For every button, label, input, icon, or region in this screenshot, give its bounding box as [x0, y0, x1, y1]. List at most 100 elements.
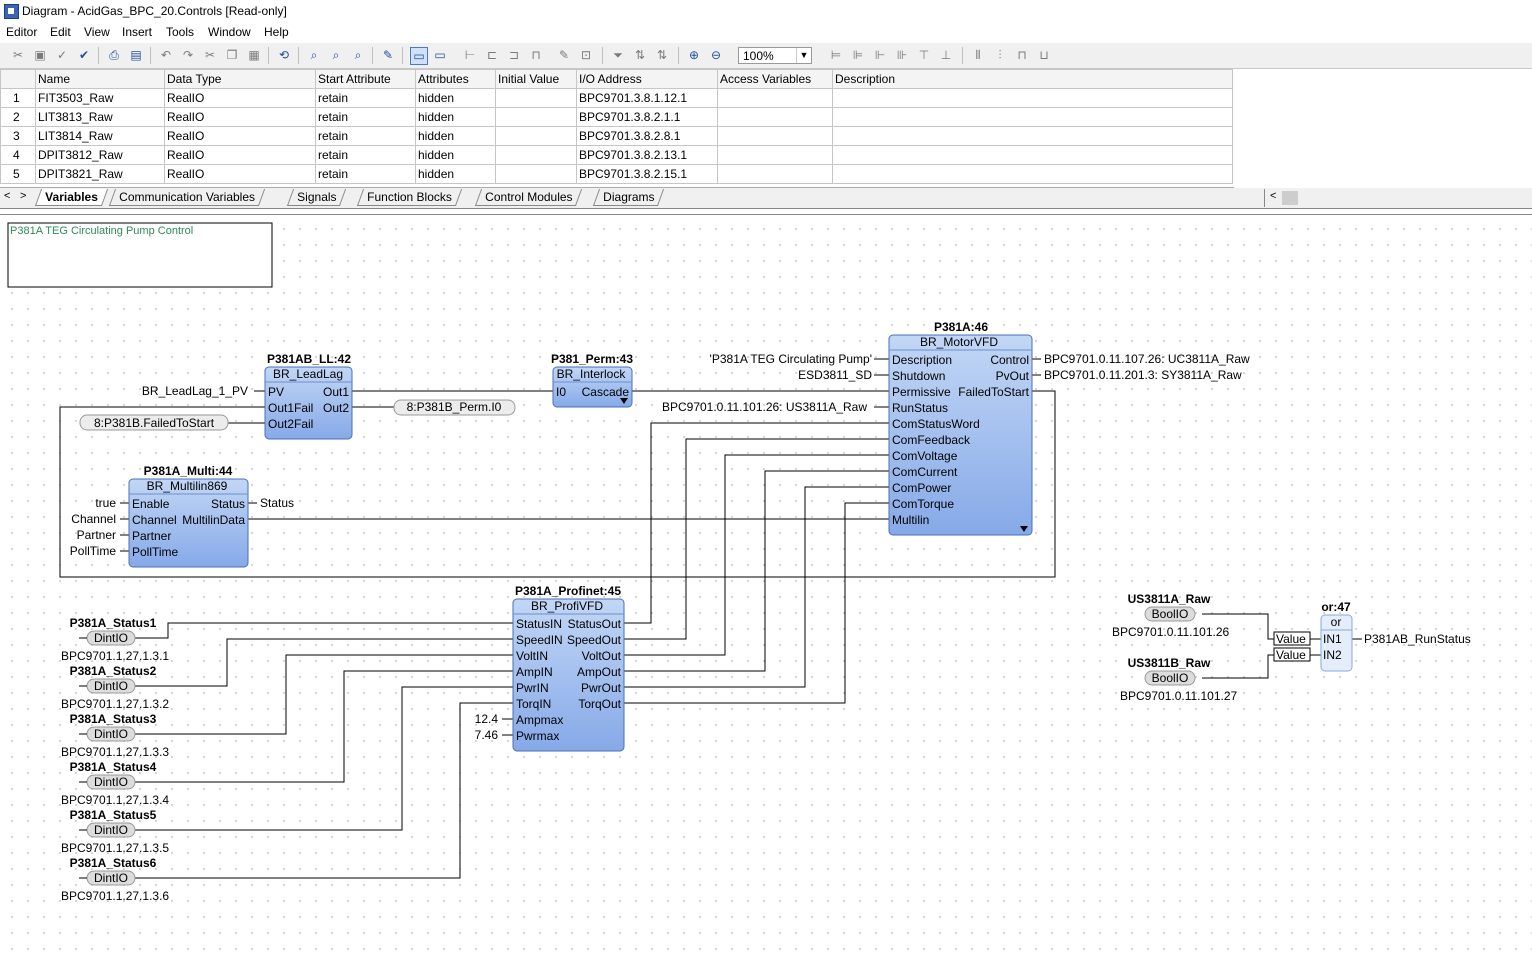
tab-variables[interactable]: Variables	[34, 189, 108, 206]
align-top-icon[interactable]: ⊤	[918, 48, 930, 62]
table-cell[interactable]	[832, 145, 1233, 165]
zoom-select[interactable]: 100%▼	[738, 47, 812, 64]
tree3-icon[interactable]: ⊓	[531, 48, 541, 62]
table-cell[interactable]: RealIO	[164, 164, 316, 184]
or-block[interactable]: or:47 or IN1 IN2	[1320, 600, 1353, 672]
zoom-out-icon[interactable]: ⊖	[710, 48, 722, 62]
binoculars-icon[interactable]: ⌕	[354, 48, 362, 62]
table-cell[interactable]: retain	[315, 107, 416, 127]
scissors-icon[interactable]: ✂	[204, 48, 216, 62]
table-cell[interactable]: BPC9701.3.8.2.1.1	[576, 107, 718, 127]
table-cell[interactable]: retain	[315, 126, 416, 146]
table-cell[interactable]: BPC9701.3.8.2.15.1	[576, 164, 718, 184]
align-text-icon[interactable]: ⊩	[874, 48, 886, 62]
panel-icon[interactable]: ▭	[434, 48, 446, 62]
table-cell[interactable]: BPC9701.3.8.1.12.1	[576, 88, 718, 108]
menu-window[interactable]: Window	[208, 25, 251, 39]
value-tag-2[interactable]: Value	[1273, 647, 1311, 662]
zoom-in-icon[interactable]: ⊕	[688, 48, 700, 62]
table-cell[interactable]	[717, 164, 833, 184]
column-header[interactable]: I/O Address	[576, 69, 718, 89]
row-number[interactable]: 3	[0, 126, 36, 146]
hscroll-thumb[interactable]	[1282, 191, 1298, 205]
table-cell[interactable]	[717, 145, 833, 165]
tab-scroll-left-icon[interactable]: <	[4, 190, 11, 202]
menu-insert[interactable]: Insert	[122, 25, 153, 39]
table-cell[interactable]	[832, 126, 1233, 146]
sort-asc-icon[interactable]: ⇅	[634, 48, 646, 62]
table-cell[interactable]: BPC9701.3.8.2.13.1	[576, 145, 718, 165]
leadlag-block[interactable]: P381AB_LL:42 BR_LeadLag PV Out1Fail Out2…	[264, 352, 353, 440]
table-cell[interactable]	[832, 164, 1233, 184]
menu-editor[interactable]: Editor	[6, 25, 38, 39]
table-cell[interactable]	[495, 145, 577, 165]
table-cell[interactable]	[717, 107, 833, 127]
distribute-v-icon[interactable]: ⫶	[998, 48, 1002, 62]
edit-icon[interactable]: ✎	[382, 48, 394, 62]
table-cell[interactable]: LIT3813_Raw	[35, 107, 165, 127]
menu-edit[interactable]: Edit	[50, 25, 71, 39]
column-header[interactable]: Start Attribute	[315, 69, 416, 89]
redo-icon[interactable]: ↷	[182, 48, 194, 62]
tab-communication-variables[interactable]: Communication Variables	[108, 189, 265, 206]
table-cell[interactable]	[495, 107, 577, 127]
row-number[interactable]: 4	[0, 145, 36, 165]
copy-icon[interactable]: ❐	[226, 48, 238, 62]
menu-tools[interactable]: Tools	[166, 25, 195, 39]
table-cell[interactable]: RealIO	[164, 88, 316, 108]
tab-function-blocks[interactable]: Function Blocks	[356, 189, 462, 206]
paste-icon[interactable]: ▦	[248, 48, 260, 62]
column-header[interactable]: Attributes	[415, 69, 496, 89]
tab-diagrams[interactable]: Diagrams	[592, 189, 665, 206]
table-cell[interactable]: DPIT3812_Raw	[35, 145, 165, 165]
expand-arrow-icon[interactable]	[620, 398, 628, 404]
zoom-area-icon[interactable]: ⊡	[580, 48, 592, 62]
table-cell[interactable]: retain	[315, 88, 416, 108]
motor-vfd-block[interactable]: P381A:46 BR_MotorVFD DescriptionShutdown…	[888, 320, 1033, 536]
undo-icon[interactable]: ↶	[160, 48, 172, 62]
if-then-icon[interactable]: ⊢	[464, 48, 476, 62]
print-preview-icon[interactable]: ▤	[130, 48, 142, 62]
find-icon[interactable]: ⌕	[310, 48, 318, 62]
align-left-icon[interactable]: ⊨	[830, 48, 842, 62]
refresh-icon[interactable]: ⟲	[278, 48, 290, 62]
table-cell[interactable]	[717, 88, 833, 108]
align-bottom-icon[interactable]: ⊥	[940, 48, 952, 62]
table-cell[interactable]: RealIO	[164, 145, 316, 165]
check-icon[interactable]: ✓	[56, 48, 68, 62]
table-cell[interactable]: DPIT3821_Raw	[35, 164, 165, 184]
table-cell[interactable]	[495, 88, 577, 108]
table-cell[interactable]	[495, 164, 577, 184]
tree2-icon[interactable]: ⊐	[508, 48, 520, 62]
align-center-icon[interactable]: ⊫	[852, 48, 864, 62]
find-next-icon[interactable]: ⌕	[332, 48, 340, 62]
print-icon[interactable]: ⎙	[109, 48, 119, 62]
filter-icon[interactable]: ⏷	[613, 48, 623, 62]
table-cell[interactable]: retain	[315, 145, 416, 165]
menu-view[interactable]: View	[84, 25, 110, 39]
out2-reference[interactable]: 8:P381B_Perm.I0	[393, 399, 516, 416]
row-number[interactable]: 2	[0, 107, 36, 127]
tab-scroll-right-icon[interactable]: >	[20, 190, 27, 202]
tab-control-modules[interactable]: Control Modules	[474, 189, 583, 206]
multilin-block[interactable]: P381A_Multi:44 BR_Multilin869 Enable Cha…	[128, 464, 249, 568]
same-height-icon[interactable]: ⊔	[1039, 48, 1049, 62]
value-tag-1[interactable]: Value	[1273, 631, 1311, 646]
table-cell[interactable]: LIT3814_Raw	[35, 126, 165, 146]
sort-desc-icon[interactable]: ⇅	[656, 48, 668, 62]
expand-arrow-icon[interactable]	[1020, 526, 1028, 532]
check-all-icon[interactable]: ✔	[78, 48, 90, 62]
out2fail-reference[interactable]: 8:P381B.FailedToStart	[79, 414, 229, 431]
save-icon[interactable]: ▣	[34, 48, 46, 62]
interlock-block[interactable]: P381_Perm:43 BR_Interlock I0 Cascade	[551, 352, 633, 408]
